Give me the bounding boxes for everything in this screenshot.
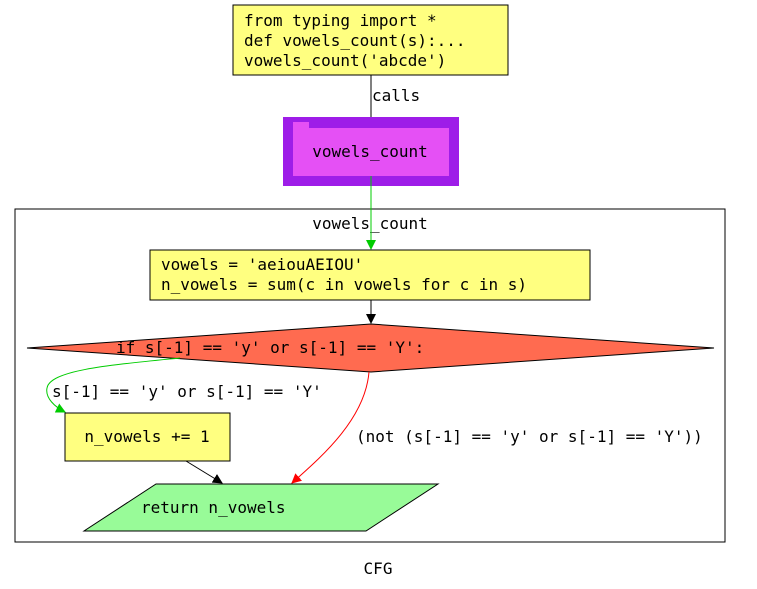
init-node-line-2: n_vowels = sum(c in vowels for c in s) — [161, 275, 527, 294]
function-node-tab — [293, 122, 309, 130]
call-edge-label: calls — [372, 86, 420, 105]
true-edge-path — [46, 357, 181, 413]
cluster: vowels_count — [14, 208, 726, 543]
init-node-line-1: vowels = 'aeiouAEIOU' — [161, 255, 363, 274]
cluster-frame — [14, 208, 726, 543]
function-node: vowels_count — [283, 117, 459, 186]
true-edge-label: s[-1] == 'y' or s[-1] == 'Y' — [52, 382, 322, 401]
return-node-label: return n_vowels — [141, 498, 286, 517]
entry-node-line-3: vowels_count('abcde') — [244, 51, 446, 70]
increment-node: n_vowels += 1 — [64, 412, 231, 462]
decision-node-diamond — [26, 323, 715, 373]
increment-node-label: n_vowels += 1 — [84, 427, 209, 446]
decision-node-label: if s[-1] == 'y' or s[-1] == 'Y': — [116, 338, 424, 357]
init-node-box — [149, 249, 591, 301]
function-node-box — [293, 128, 449, 176]
return-node-shape — [82, 483, 440, 532]
return-node: return n_vowels — [82, 483, 440, 532]
false-edge: (not (s[-1] == 'y' or s[-1] == 'Y')) — [291, 371, 703, 484]
entry-node: from typing import * def vowels_count(s)… — [232, 4, 509, 76]
diagram-caption: CFG — [364, 559, 393, 578]
false-edge-path — [291, 371, 370, 484]
function-node-label: vowels_count — [312, 142, 428, 161]
init-node: vowels = 'aeiouAEIOU' n_vowels = sum(c i… — [149, 249, 591, 301]
entry-node-line-2: def vowels_count(s):... — [244, 31, 466, 50]
increment-to-return-edge — [185, 460, 223, 484]
false-edge-label: (not (s[-1] == 'y' or s[-1] == 'Y')) — [356, 427, 703, 446]
cluster-title: vowels_count — [312, 214, 428, 233]
true-edge: s[-1] == 'y' or s[-1] == 'Y' — [46, 357, 322, 413]
increment-node-box — [64, 412, 231, 462]
decision-node: if s[-1] == 'y' or s[-1] == 'Y': — [26, 323, 715, 373]
entry-node-box — [232, 4, 509, 76]
entry-node-line-1: from typing import * — [244, 11, 437, 30]
